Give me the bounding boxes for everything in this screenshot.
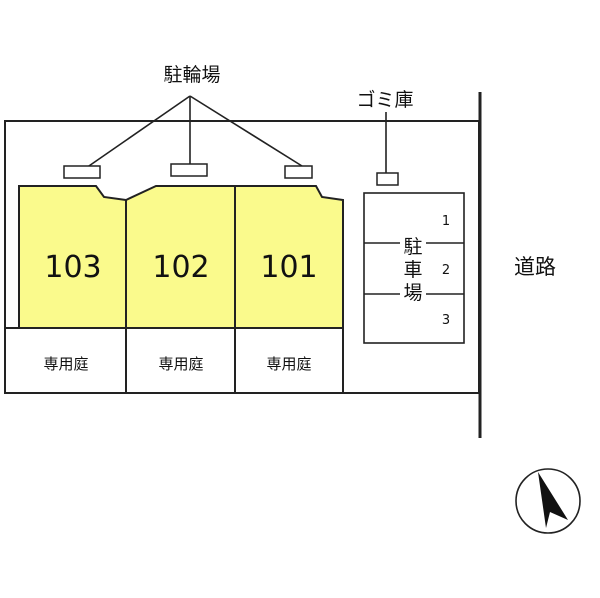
road-label: 道路 (514, 255, 556, 279)
garden-103-label: 専用庭 (43, 355, 88, 373)
parking-space-3: 3 (442, 313, 450, 328)
bicycle-rack-103 (63, 165, 101, 179)
bicycle-rack-102 (170, 163, 208, 177)
unit-101-number: 101 (260, 250, 317, 285)
unit-103-number: 103 (44, 250, 101, 285)
garbage-label: ゴミ庫 (356, 89, 413, 111)
bicycle-rack-101 (284, 165, 313, 179)
parking-label-char-2: 車 (403, 259, 422, 281)
parking-area (363, 192, 465, 344)
leader-line-101 (189, 95, 303, 167)
garden-101-label: 専用庭 (266, 355, 311, 373)
parking-label-char-1: 駐 (403, 236, 422, 258)
north-arrow-icon (515, 468, 581, 534)
garden-103 (4, 327, 127, 394)
parking-space-2: 2 (442, 263, 450, 278)
garden-102-label: 専用庭 (158, 355, 203, 373)
unit-102-number: 102 (152, 250, 209, 285)
garbage-box (376, 172, 399, 186)
leader-line-103 (85, 95, 191, 169)
bicycle-parking-label: 駐輪場 (163, 64, 220, 86)
parking-space-1: 1 (442, 214, 450, 229)
parking-label-char-3: 場 (403, 282, 422, 304)
garden-101 (234, 327, 344, 394)
